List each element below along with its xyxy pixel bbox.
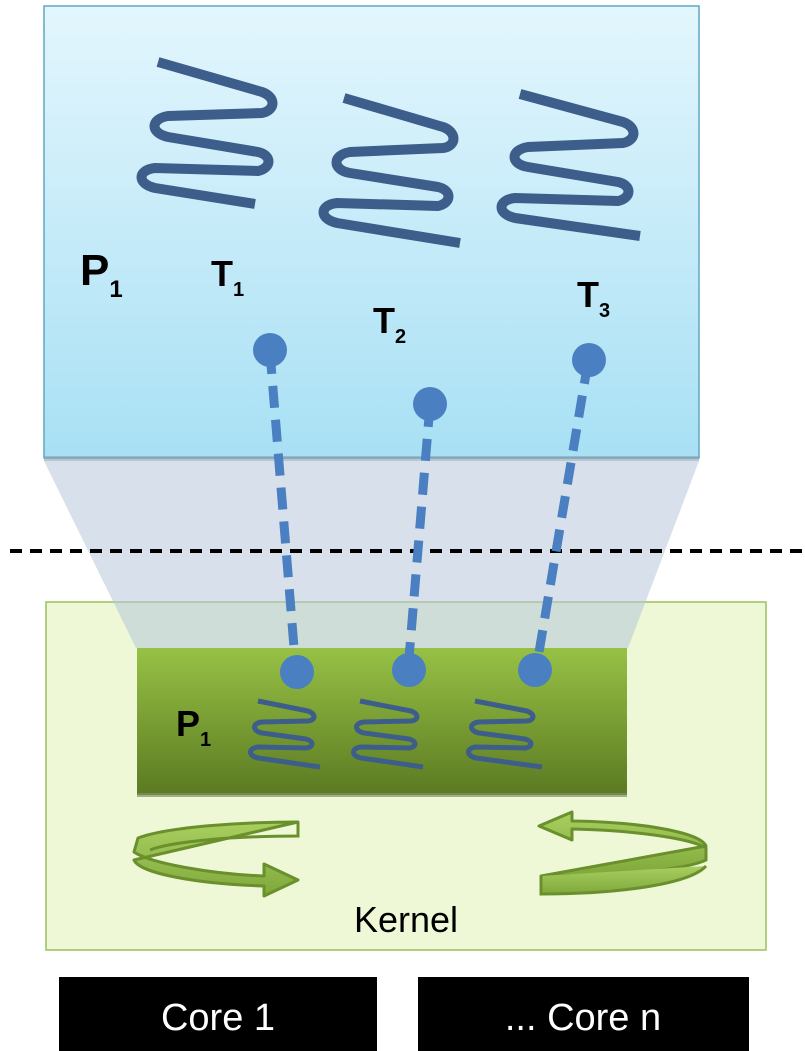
thread-1-kernel-node bbox=[280, 655, 314, 689]
thread-2-label: T2 bbox=[373, 300, 406, 348]
thread-2-squiggle bbox=[318, 93, 461, 248]
thread-3-user-node bbox=[572, 343, 606, 377]
thread-1-squiggle bbox=[136, 57, 278, 209]
kernel-label: Kernel bbox=[354, 899, 458, 940]
projection-shape bbox=[44, 461, 699, 648]
scheduler-arrow-left bbox=[132, 820, 300, 898]
kernel-thread-1-squiggle bbox=[248, 698, 321, 770]
thread-3-kernel-node bbox=[518, 653, 552, 687]
thread-2-user-node bbox=[413, 387, 447, 421]
user-process-label: P1 bbox=[80, 246, 123, 303]
thread-2-mapping bbox=[403, 404, 435, 671]
core-1-label: Core 1 bbox=[161, 997, 275, 1039]
scheduler-arrow-right bbox=[537, 810, 708, 896]
kernel-process-label: P1 bbox=[176, 703, 211, 751]
core-1-box bbox=[59, 977, 377, 1051]
kernel-thread-2-squiggle bbox=[351, 698, 424, 770]
thread-1-label: T1 bbox=[211, 253, 244, 301]
kernel-thread-3-squiggle bbox=[466, 698, 543, 770]
thread-3-label: T3 bbox=[577, 274, 610, 322]
thread-3-squiggle bbox=[496, 89, 641, 241]
thread-2-kernel-node bbox=[392, 653, 426, 687]
thread-3-mapping bbox=[531, 361, 593, 671]
core-n-box bbox=[418, 977, 749, 1051]
thread-1-mapping bbox=[265, 351, 301, 673]
thread-1-user-node bbox=[253, 333, 287, 367]
core-n-label: ... Core n bbox=[505, 997, 661, 1039]
